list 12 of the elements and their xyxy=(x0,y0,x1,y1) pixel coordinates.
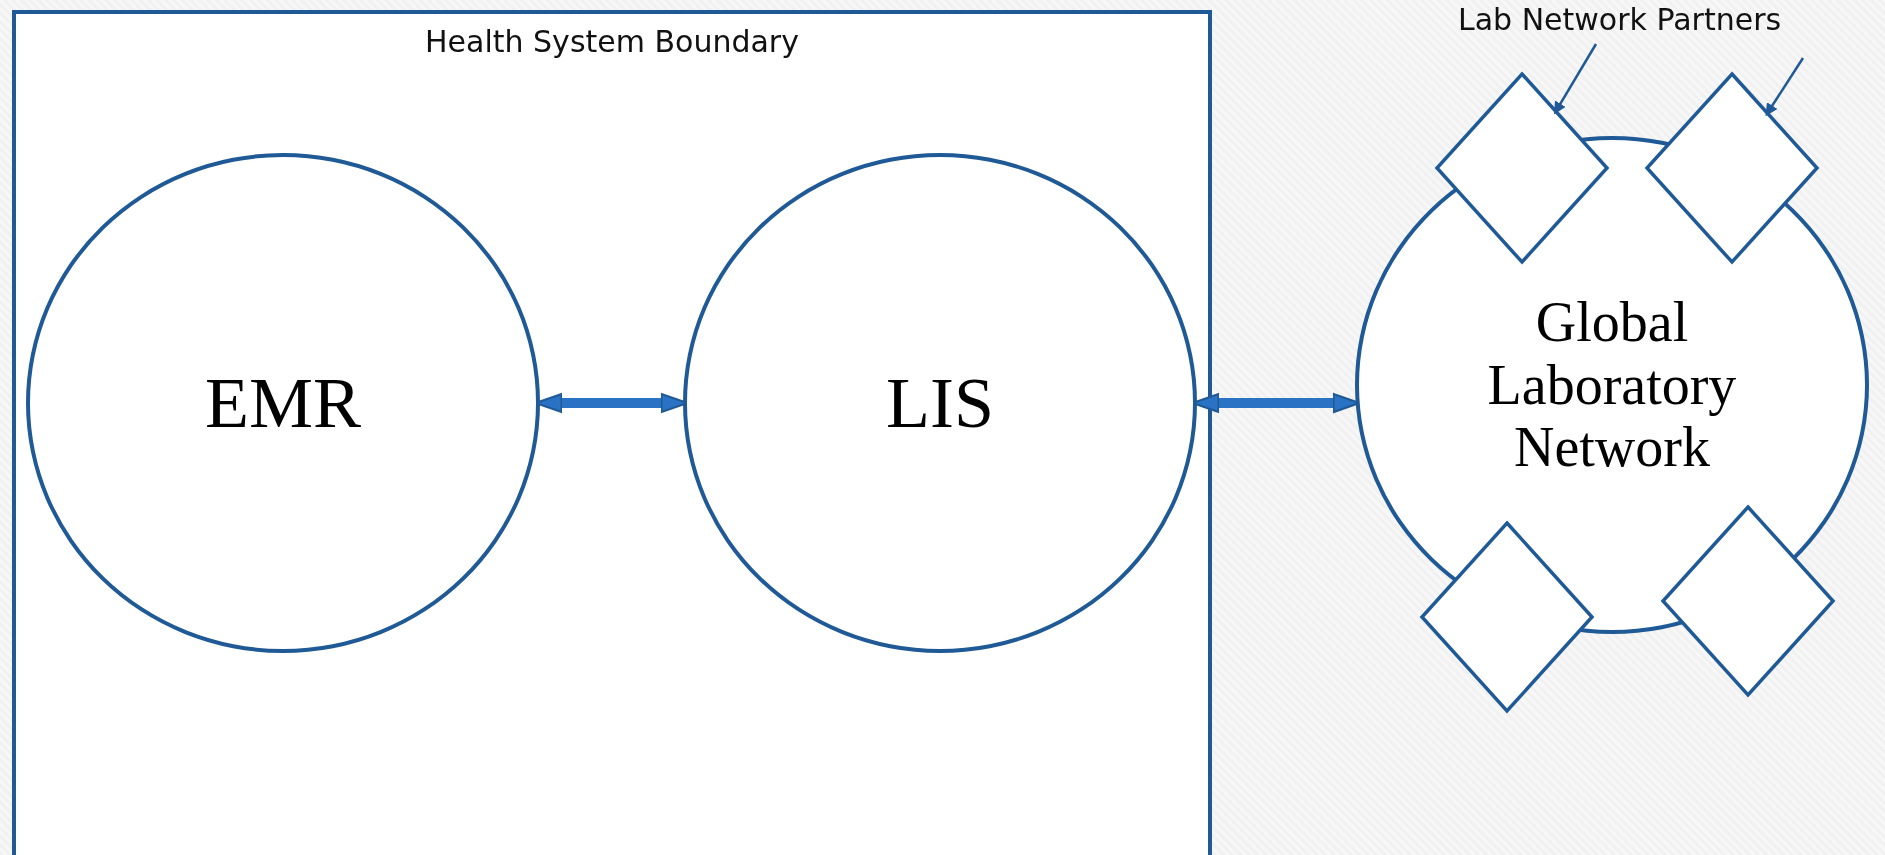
circle-label: LIS xyxy=(886,362,994,444)
boundary-box xyxy=(12,10,1212,855)
boundary-title: Health System Boundary xyxy=(424,24,800,59)
circle-label: EMR xyxy=(205,362,361,444)
partners-label: Lab Network Partners xyxy=(1458,2,1782,37)
diamond-shape xyxy=(1645,72,1819,264)
arrow xyxy=(1765,57,1805,117)
diamond-shape xyxy=(1420,521,1594,713)
diamond-shape xyxy=(1661,505,1835,697)
diamond-shape xyxy=(1435,72,1609,264)
arrow xyxy=(1554,43,1598,115)
circle-label: Global Laboratory Network xyxy=(1486,290,1738,480)
